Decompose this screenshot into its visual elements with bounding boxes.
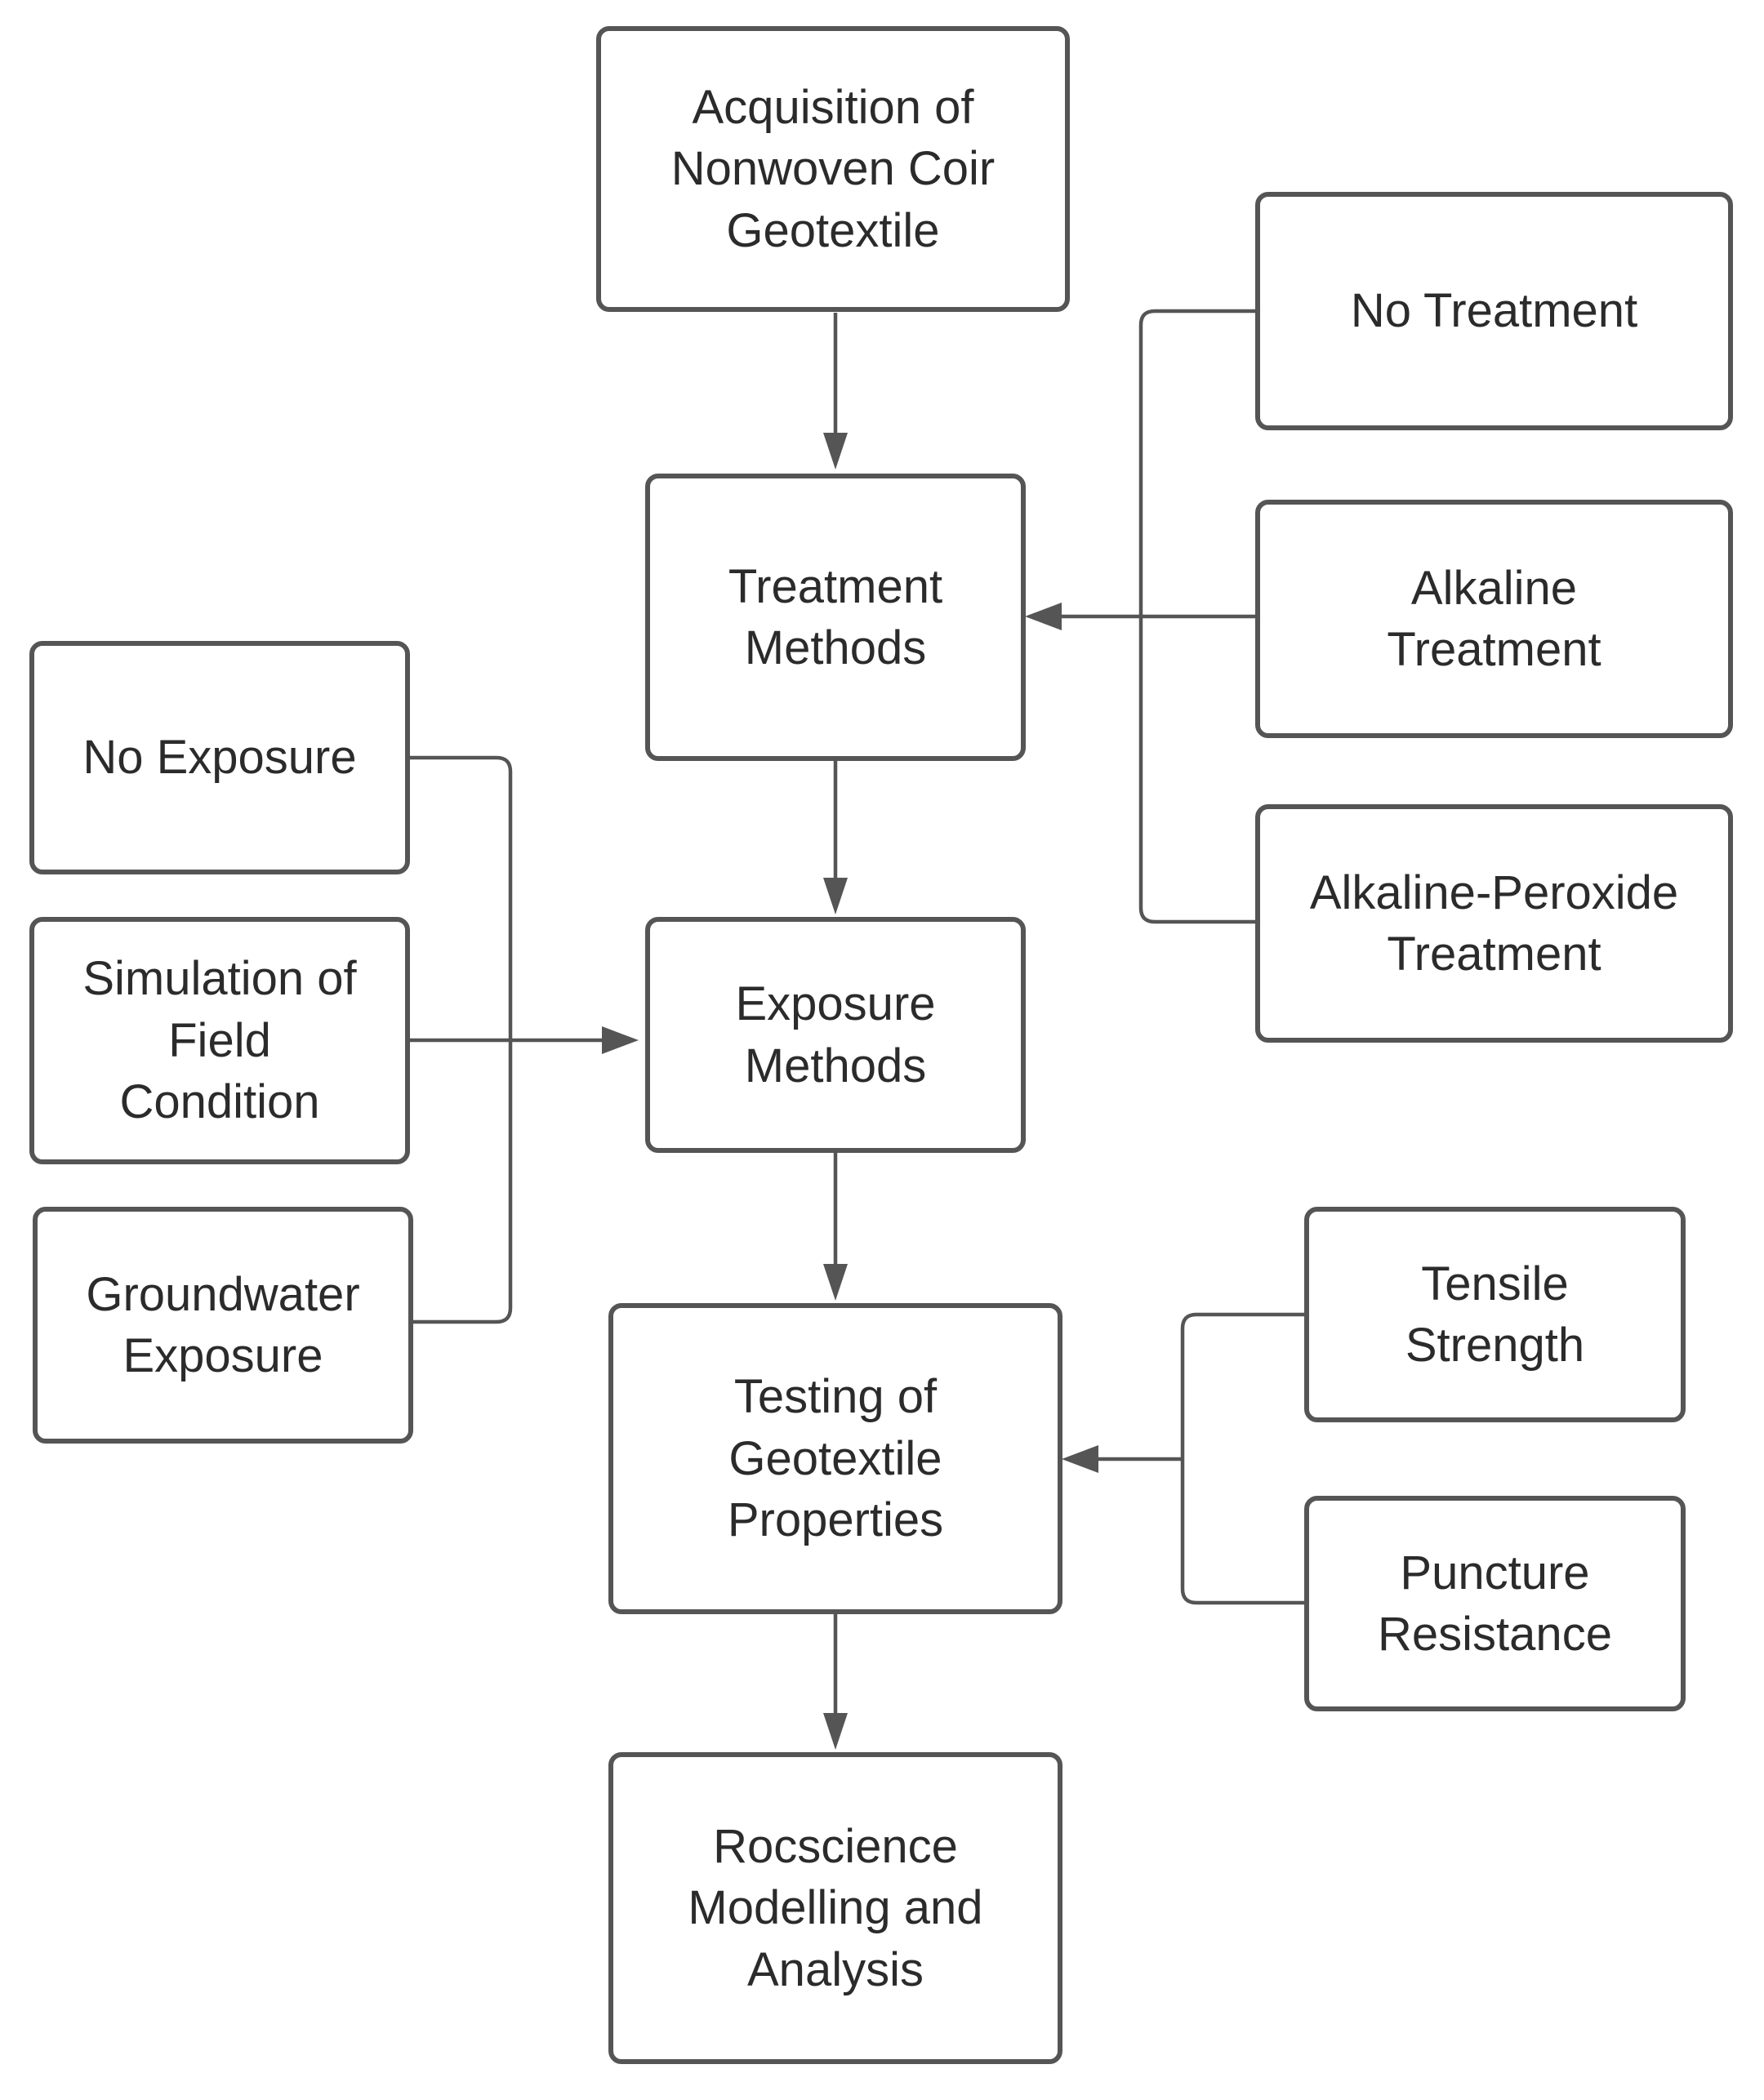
arrowhead-treatment-top [823, 433, 848, 469]
tensile-strength-label: Tensile Strength [1405, 1257, 1585, 1372]
acquisition-label: Acquisition of Nonwoven Coir Geotextile [670, 80, 996, 257]
puncture-resistance-label: Puncture Resistance [1378, 1546, 1612, 1661]
arrowhead-exposure-top [823, 878, 848, 914]
arrowhead-exposure-side [602, 1026, 639, 1054]
testing-properties-label: Testing of Geotextile Properties [727, 1370, 944, 1547]
treatment-methods-label: Treatment Methods [728, 559, 943, 674]
exposure-methods-label: Exposure Methods [735, 977, 936, 1092]
groundwater-exposure-label: Groundwater Exposure [86, 1267, 360, 1382]
alkaline-treatment-box: Alkaline Treatment [1255, 500, 1733, 738]
no-exposure-label: No Exposure [82, 731, 357, 785]
tensile-strength-box: Tensile Strength [1304, 1207, 1686, 1422]
no-exposure-box: No Exposure [29, 641, 410, 874]
alkaline-treatment-label: Alkaline Treatment [1387, 561, 1601, 676]
exposure-methods-box: Exposure Methods [645, 917, 1026, 1153]
arrowhead-testing-side [1062, 1445, 1098, 1473]
no-treatment-label: No Treatment [1350, 284, 1638, 338]
bracket-testing-options [1180, 1312, 1304, 1605]
rocscience-modelling-label: Rocscience Modelling and Analysis [688, 1819, 983, 1996]
rocscience-modelling-box: Rocscience Modelling and Analysis [608, 1752, 1062, 2064]
arrowhead-rocscience-top [823, 1713, 848, 1750]
alkaline-peroxide-treatment-box: Alkaline-Peroxide Treatment [1255, 804, 1733, 1043]
arrowhead-testing-top [823, 1264, 848, 1301]
simulation-field-label: Simulation of Field Condition [82, 952, 357, 1129]
groundwater-exposure-box: Groundwater Exposure [33, 1207, 413, 1444]
alkaline-peroxide-treatment-label: Alkaline-Peroxide Treatment [1309, 865, 1679, 981]
arrowhead-treatment-side [1025, 603, 1062, 630]
no-treatment-box: No Treatment [1255, 192, 1733, 430]
acquisition-box: Acquisition of Nonwoven Coir Geotextile [596, 26, 1070, 312]
puncture-resistance-box: Puncture Resistance [1304, 1496, 1686, 1711]
treatment-methods-box: Treatment Methods [645, 474, 1026, 761]
testing-properties-box: Testing of Geotextile Properties [608, 1303, 1062, 1614]
simulation-field-box: Simulation of Field Condition [29, 917, 410, 1164]
